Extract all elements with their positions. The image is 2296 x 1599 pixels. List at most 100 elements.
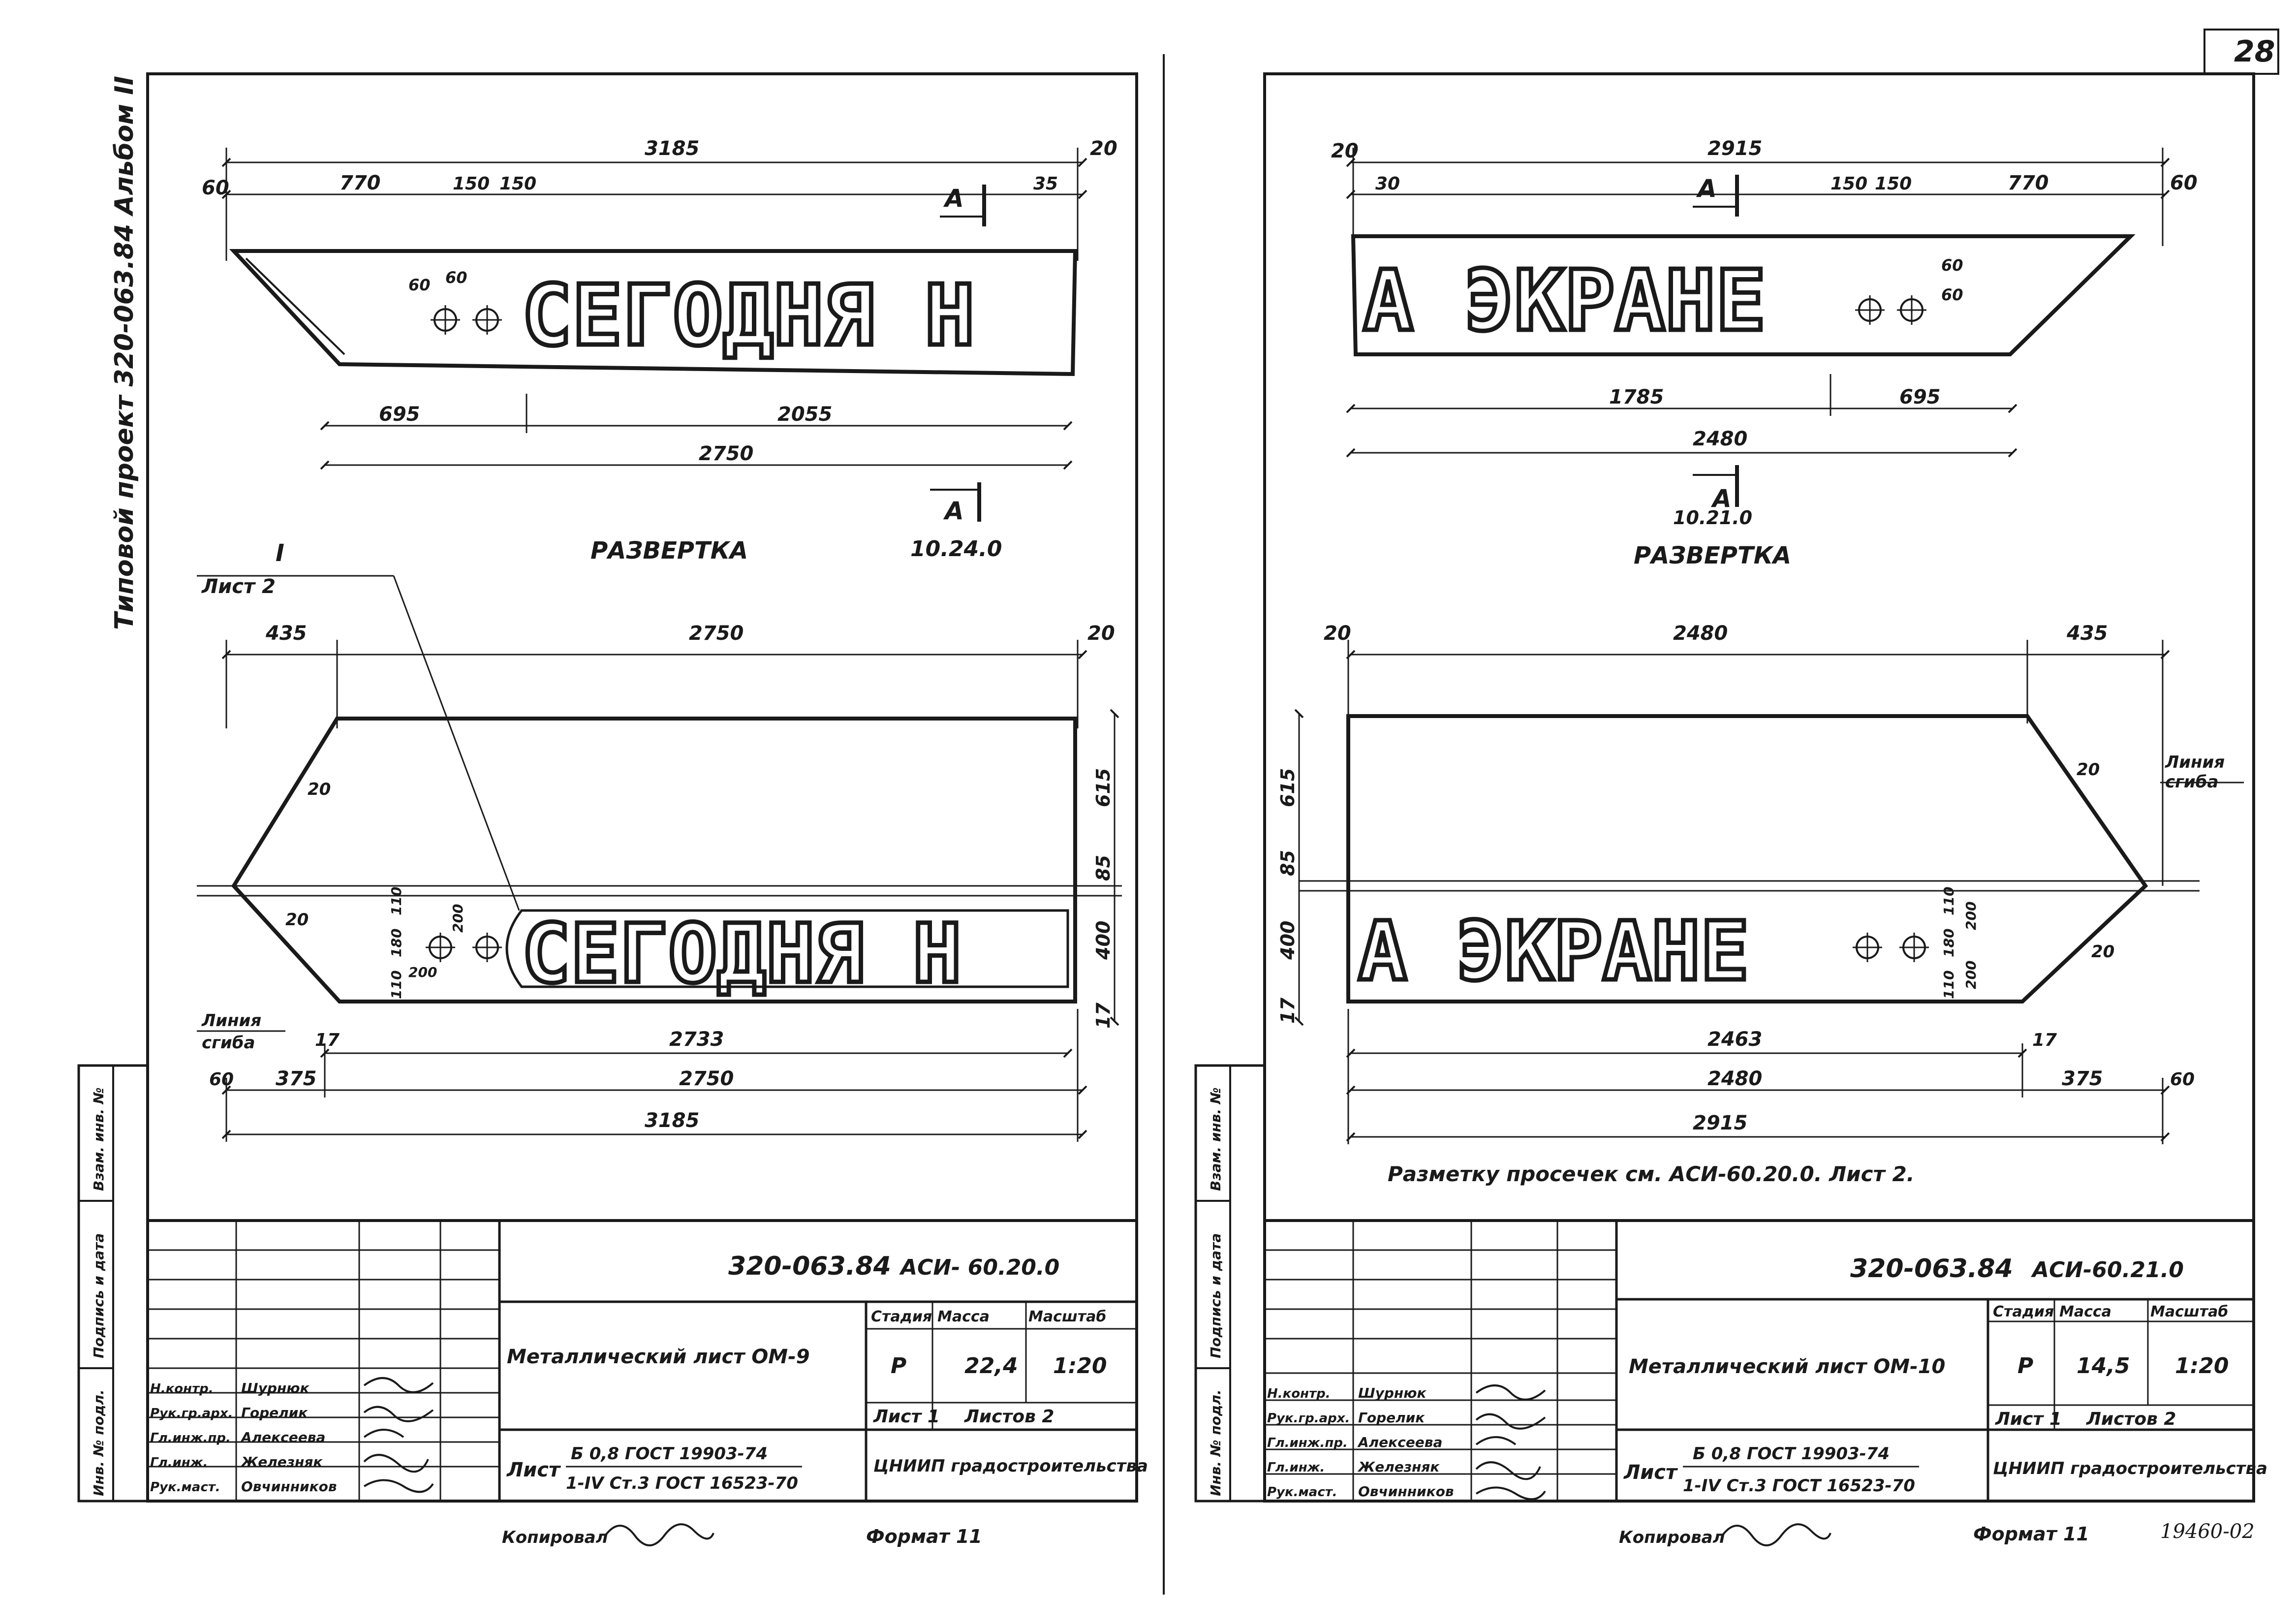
- dim-r-bottom-b: 695: [1899, 386, 1941, 408]
- dim-l-left-end: 60: [202, 177, 229, 199]
- left-tb-staff-role-5: Рук.маст.: [150, 1480, 220, 1495]
- right-tb-scale: 1:20: [2175, 1353, 2229, 1379]
- dim-r-bottom-total: 2480: [1693, 428, 1747, 450]
- left-tb-sheet: Лист 1: [873, 1407, 940, 1427]
- right-tb-staff-name-2: Горелик: [1358, 1410, 1425, 1426]
- right-signatures: [1475, 1384, 1546, 1501]
- dim-l-c: 150: [499, 174, 536, 194]
- right-tb-staff-name-4: Железняк: [1357, 1459, 1440, 1475]
- dim-lp-b2-a: 375: [276, 1067, 317, 1090]
- left-tb-staff-name-4: Железняк: [240, 1454, 323, 1470]
- left-tb-staff-role-3: Гл.инж.пр.: [150, 1431, 231, 1445]
- dim-r-bottom-a: 1785: [1609, 386, 1664, 408]
- dim-l-hole-b: 60: [445, 268, 467, 287]
- right-tb-sheets: Листов 2: [2086, 1409, 2176, 1429]
- right-tb-material-2: 1-IV Ст.3 ГОСТ 16523-70: [1683, 1476, 1915, 1496]
- left-tb-staff-name-1: Шурнюк: [241, 1380, 310, 1396]
- left-fold-label-2: сгиба: [202, 1033, 255, 1053]
- left-top-hole-b: [472, 305, 502, 335]
- right-tb-org: ЦНИИП градостроительства: [1993, 1459, 2267, 1478]
- dim-rp-b-total2: 2480: [1707, 1067, 1762, 1090]
- dim-r-a: 30: [1375, 174, 1400, 194]
- left-tb-code: 320-063.84: [728, 1252, 891, 1281]
- right-top-hole-b: [1897, 295, 1926, 325]
- right-margin-label-1: Инв. № подл.: [1208, 1389, 1224, 1496]
- right-archive-number: 19460-02: [2160, 1520, 2255, 1543]
- left-signatures: [363, 1377, 434, 1493]
- right-format: Формат 11: [1973, 1523, 2089, 1545]
- right-section-mark-a-top: А: [1696, 174, 1717, 203]
- dim-rp-v2: 180: [1941, 929, 1957, 957]
- right-tb-staff-name-5: Овчинников: [1358, 1483, 1454, 1500]
- left-fold-label-1: Линия: [201, 1011, 261, 1031]
- right-sheet: 28 А ЭКРАНЕ 2915 20 30 150 150 770 60 60…: [1194, 29, 2279, 1547]
- dim-r-overall: 2915: [1707, 137, 1762, 160]
- left-tb-staff-name-5: Овчинников: [241, 1478, 337, 1495]
- left-top-hole-a: [431, 305, 460, 335]
- dim-lp-r2: 85: [1092, 855, 1114, 881]
- right-margin-strip: Инв. № подл. Подпись и дата Взам. инв. №: [1194, 1064, 1266, 1503]
- dim-lp-r4: 17: [1092, 1003, 1114, 1029]
- dim-lp-top-total: 2750: [689, 622, 744, 645]
- right-tb-mass: 14,5: [2077, 1353, 2130, 1379]
- right-tb-staff-role-3: Гл.инж.пр.: [1267, 1436, 1348, 1450]
- left-plan-hole-b: [472, 933, 502, 962]
- left-tb-org: ЦНИИП градостроительства: [873, 1456, 1148, 1476]
- dim-rp-top-left: 20: [1324, 622, 1351, 645]
- left-tb-material-1: Б 0,8 ГОСТ 19903-74: [571, 1444, 768, 1464]
- left-tb-sheets: Листов 2: [964, 1407, 1054, 1427]
- right-tb-staff-role-4: Гл.инж.: [1267, 1460, 1325, 1475]
- left-tb-doc: АСИ- 60.20.0: [899, 1255, 1059, 1280]
- dim-rp-l1: 615: [1277, 768, 1299, 807]
- right-fold-label-2: сгиба: [2165, 772, 2218, 792]
- dim-rp-top-right: 435: [2066, 622, 2108, 645]
- right-section-mark-a-bottom: А: [1710, 484, 1732, 513]
- left-margin-label-1: Инв. № подл.: [91, 1389, 107, 1496]
- dim-r-d: 770: [2008, 172, 2049, 194]
- page-number: 28: [2234, 34, 2275, 69]
- left-tb-mass: 22,4: [964, 1353, 1018, 1379]
- right-caption-razvertka: РАЗВЕРТКА: [1634, 542, 1791, 569]
- left-plan: СЕГОДНЯ Н I Лист 2 435 2750 20 615 85 40…: [197, 539, 1122, 1142]
- dim-r-left-end: 20: [1331, 140, 1359, 162]
- dim-rp-b2-right: 60: [2170, 1069, 2195, 1090]
- dim-rp-b-total3: 2915: [1693, 1112, 1747, 1134]
- dim-lp-r1: 615: [1092, 768, 1114, 807]
- dim-rp-chamfer2: 20: [2091, 942, 2114, 962]
- left-ref-code: 10.24.0: [910, 536, 1002, 562]
- dim-rp-l3: 400: [1277, 921, 1299, 960]
- dim-lp-v5: 200: [408, 964, 437, 980]
- dim-lp-v4: 200: [450, 904, 466, 933]
- left-tb-scale: 1:20: [1053, 1353, 1107, 1379]
- right-margin-label-2: Подпись и дата: [1208, 1233, 1224, 1358]
- right-plan-note: Разметку просечек см. АСИ-60.20.0. Лист …: [1388, 1162, 1915, 1186]
- left-node-num: I: [276, 539, 284, 567]
- right-tb-staff-role-5: Рук.маст.: [1267, 1485, 1337, 1500]
- dim-rp-b-total1: 2463: [1707, 1028, 1762, 1051]
- left-margin-label-3: Взам. инв. №: [91, 1087, 107, 1191]
- left-tb-name: Металлический лист ОМ-9: [507, 1346, 810, 1368]
- right-plan-panel: [1346, 714, 2148, 1003]
- dim-r-b: 150: [1831, 174, 1867, 194]
- left-tb-staff-name-2: Горелик: [241, 1405, 308, 1421]
- dim-rp-chamfer1: 20: [2077, 760, 2100, 780]
- right-top-panel: [1351, 234, 2136, 356]
- dim-lp-v3: 110: [388, 971, 404, 999]
- left-plan-sign-text: СЕГОДНЯ Н: [522, 907, 962, 1001]
- dim-r-hole-b: 60: [1941, 285, 1963, 304]
- right-tb-doc: АСИ-60.21.0: [2031, 1257, 2184, 1283]
- dim-lp-b-total3: 3185: [645, 1109, 699, 1132]
- right-tb-code: 320-063.84: [1850, 1254, 2013, 1284]
- dim-lp-top-left: 435: [265, 622, 307, 645]
- left-margin-strip: Инв. № подл. Подпись и дата Взам. инв. №: [77, 1064, 149, 1503]
- dim-rp-v4: 200: [1963, 902, 1979, 930]
- left-top-panel: [229, 249, 1078, 376]
- right-top-sign-text: А ЭКРАНЕ: [1363, 252, 1766, 350]
- left-tb-staff-role-4: Гл.инж.: [150, 1455, 208, 1470]
- dim-l-b: 150: [453, 174, 490, 194]
- dim-r-c: 150: [1875, 174, 1912, 194]
- right-tb-material-1: Б 0,8 ГОСТ 19903-74: [1693, 1444, 1890, 1464]
- dim-lp-chamfer2: 20: [285, 910, 309, 930]
- dim-rp-l2: 85: [1277, 850, 1299, 876]
- side-label: Типовой проект 320-063.84 Альбом II: [110, 76, 139, 630]
